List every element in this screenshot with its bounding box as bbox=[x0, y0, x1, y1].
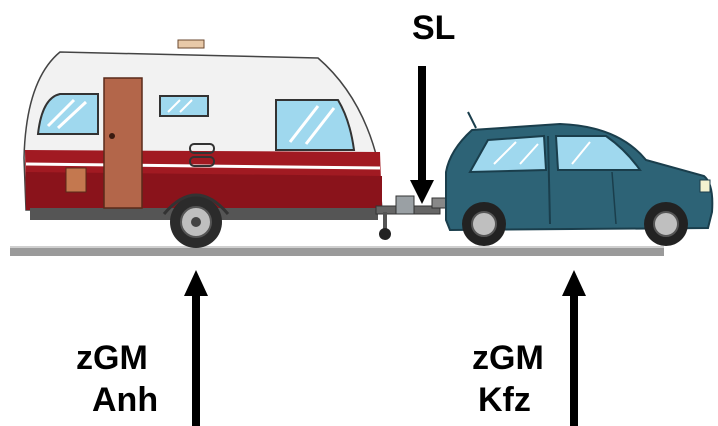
road bbox=[10, 246, 664, 256]
car-axle-label-line2: Kfz bbox=[478, 381, 531, 419]
support-load-arrow bbox=[410, 66, 434, 204]
car-axle-label-line1: zGM bbox=[472, 339, 544, 377]
jockey-wheel-icon bbox=[379, 212, 391, 240]
tow-hitch-icon bbox=[375, 195, 449, 215]
car-icon bbox=[445, 111, 714, 246]
trailer-axle-label-line1: zGM bbox=[76, 339, 148, 377]
support-load-label: SL bbox=[412, 9, 456, 47]
trailer-axle-label-line2: Anh bbox=[92, 381, 159, 419]
trailer-axle-arrow bbox=[184, 270, 208, 426]
car-axle-arrow bbox=[562, 270, 586, 426]
caravan-icon bbox=[23, 39, 383, 248]
